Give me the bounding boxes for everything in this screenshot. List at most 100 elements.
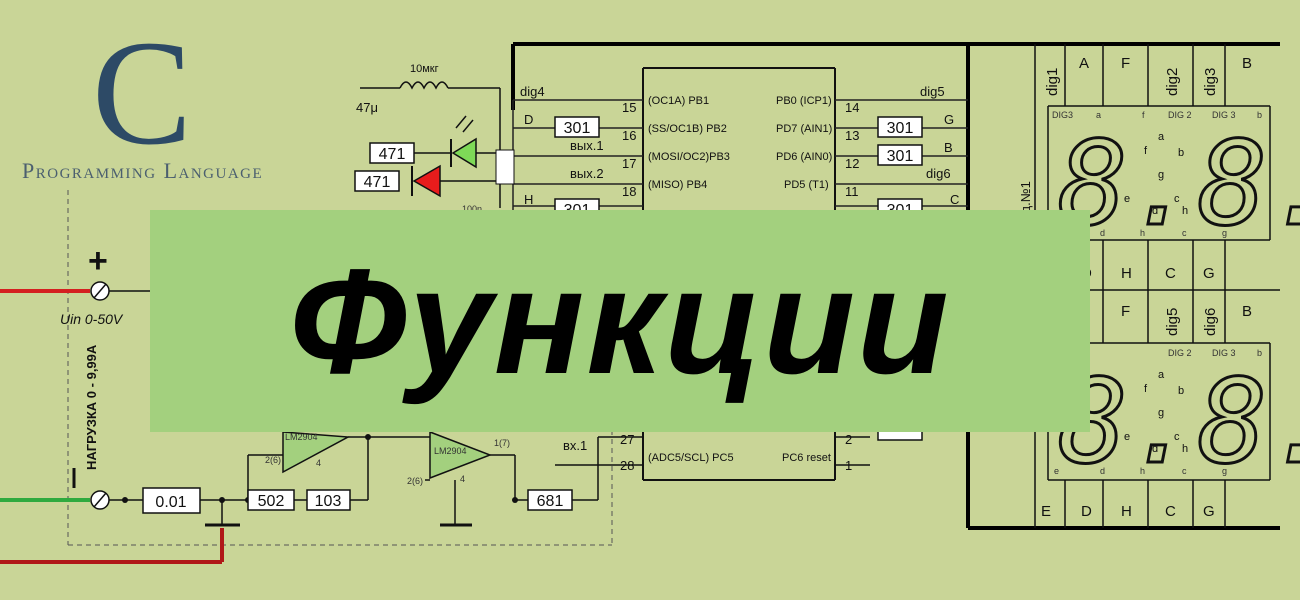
seg-label-d-lower: d (1100, 466, 1105, 476)
pin-num-12: 12 (845, 156, 859, 171)
seg-label-g: g (1222, 228, 1227, 238)
bottom-resistors (142, 487, 573, 514)
capacitor-label-bottom: 100n (462, 204, 482, 214)
pin-num-11: 11 (845, 184, 859, 199)
seg-label-c: c (1182, 228, 1187, 238)
display-digits-bottom: 8.8.8. (1058, 355, 1300, 490)
opamp-right (429, 430, 493, 480)
connector-block (495, 149, 515, 185)
pin-num-15: 15 (622, 100, 636, 115)
resistor-301-d: 301 (887, 148, 914, 165)
inductor-label: 10мкг (410, 63, 439, 75)
header-b: B (1242, 55, 1252, 72)
net-label-c: C (950, 192, 959, 207)
bottom-footer-d: D (1081, 503, 1092, 520)
pin-name-pb3: (MOSI/OC2)PB3 (648, 151, 730, 163)
inner-seg-b-lower: b (1178, 385, 1184, 397)
net-label-dig5: dig5 (920, 84, 945, 99)
inner-seg-c-lower: c (1174, 431, 1180, 443)
inner-seg-f-lower: f (1144, 383, 1148, 395)
top-footer-g: G (1203, 265, 1215, 282)
seg-label-c-lower: c (1182, 466, 1187, 476)
title-text: Функции (289, 237, 951, 405)
pin-name-pd5: PD5 (T1) (784, 179, 829, 191)
c-logo-letter: C (92, 10, 193, 176)
seg-label-b: b (1257, 110, 1262, 120)
bottom-footer-c: C (1165, 503, 1176, 520)
net-label-h: H (524, 192, 533, 207)
net-label-d: D (524, 112, 533, 127)
header-f: F (1121, 55, 1130, 72)
header-dig3: dig3 (1202, 68, 1219, 96)
net-label-dig6: dig6 (926, 166, 951, 181)
led-red (411, 164, 500, 198)
resistor-301-a: 301 (564, 120, 591, 137)
display-digits-top: 8.8.8. (1058, 117, 1300, 252)
top-footer-c: C (1165, 265, 1176, 282)
seg-label-h-lower: h (1140, 466, 1145, 476)
inner-seg-b: b (1178, 147, 1184, 159)
inner-seg-h: h (1182, 205, 1188, 217)
seg-label-e-lower: e (1054, 466, 1059, 476)
pin-name-pb4: (MISO) PB4 (648, 179, 707, 191)
mid-header-dig5: dig5 (1164, 308, 1181, 336)
mcu-resistors (554, 116, 923, 220)
inductor (360, 81, 501, 208)
seg-label-b-lower: b (1257, 348, 1262, 358)
opamp-right-pin-out: 1(7) (494, 438, 510, 448)
bottom-footer-g: G (1203, 503, 1215, 520)
inner-seg-a: a (1158, 131, 1165, 143)
seg-label-dig3-b: DIG 3 (1212, 110, 1236, 120)
resistor-471-b: 471 (364, 174, 391, 191)
opamp-right-pin: 2(6) (407, 476, 423, 486)
inner-seg-d: d (1152, 205, 1158, 217)
inner-seg-d-lower: d (1152, 443, 1158, 455)
led-resistors (354, 142, 415, 192)
c-logo-caption-text: Programming Language (22, 158, 264, 183)
inner-seg-h-lower: h (1182, 443, 1188, 455)
opamp-left-pin: 2(6) (265, 455, 281, 465)
seg-label-d: d (1100, 228, 1105, 238)
seg-label-dig3: DIG3 (1052, 110, 1073, 120)
resistor-0-01: 0.01 (155, 494, 186, 511)
mid-header-b: B (1242, 303, 1252, 320)
pin-name-pd6: PD6 (AIN0) (776, 151, 832, 163)
opamp-left-pin4: 4 (316, 458, 321, 468)
resistor-103: 103 (315, 493, 342, 510)
output-label-2: вых.2 (570, 166, 604, 181)
header-dig2: dig2 (1164, 68, 1181, 96)
led-green (414, 115, 500, 169)
bottom-footer-h: H (1121, 503, 1132, 520)
opamp-right-pin4: 4 (460, 474, 465, 484)
net-label-b: B (944, 140, 953, 155)
pin-num-14: 14 (845, 100, 859, 115)
resistor-502: 502 (258, 493, 285, 510)
sense-terminal (0, 434, 643, 564)
inner-seg-c: c (1174, 193, 1180, 205)
net-label-g: G (944, 112, 954, 127)
opamp-left (282, 431, 351, 474)
pin-name-pd7: PD7 (AIN1) (776, 123, 832, 135)
load-label: НАГРУЗКА 0 - 9,99А (84, 344, 99, 470)
pin-name-pb1: (OC1A) PB1 (648, 95, 709, 107)
seg-label-a: a (1096, 110, 1101, 120)
input-label-1: вх.1 (563, 438, 587, 453)
net-label-dig4: dig4 (520, 84, 545, 99)
pin-num-16: 16 (622, 128, 636, 143)
inner-seg-e: e (1124, 193, 1130, 205)
seg-label-g-lower: g (1222, 466, 1227, 476)
c-logo-caption: Programming Language (22, 158, 263, 184)
power-plus-sign: + (88, 242, 108, 280)
capacitor-label: 47μ (356, 100, 378, 115)
header-a: A (1079, 55, 1089, 72)
bottom-footer-e: E (1041, 503, 1051, 520)
opamp-left-label: LM2904 (285, 432, 318, 442)
inner-seg-f: f (1144, 145, 1148, 157)
pin-num-27: 27 (620, 432, 634, 447)
pin-num-28: 28 (620, 458, 634, 473)
resistor-681: 681 (537, 493, 564, 510)
inner-seg-g: g (1158, 169, 1164, 181)
opamp-right-label: LM2904 (434, 446, 467, 456)
inner-seg-a-lower: a (1158, 369, 1165, 381)
